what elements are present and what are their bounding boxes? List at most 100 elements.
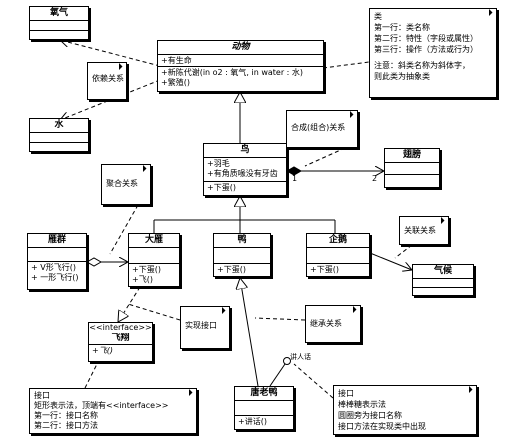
class-animal[interactable]: 动物 +有生命 +新陈代谢(in o2 : 氧气, in water : 水) … [157,40,324,92]
multiplicity-wing-side: 2 [372,174,378,183]
note-line: 棒棒糖表示法 [338,400,386,409]
class-name: 水 [30,119,88,133]
note-anchor-interface-rect [84,361,99,389]
class-attrs [307,248,369,264]
lollipop-stem [269,363,286,387]
class-ops [30,143,88,152]
note-line: 则此类为抽象类 [374,72,430,81]
note-line: 第三行：操作（方法或行为） [374,45,478,54]
dependency-edge-oxygen [60,40,161,67]
realization-edge-goose-fly [118,286,141,322]
class-attrs [129,248,179,264]
class-ops: +下蛋() +飞() [129,264,179,287]
note-line: 接口 [338,389,354,398]
op-item: +讲话() [238,417,267,426]
class-name: 鸟 [204,144,286,158]
note-anchor-aggregation [109,204,139,255]
class-name: 雁群 [28,234,86,248]
note-fold-icon [143,165,150,172]
note-line: 圆圈旁为接口名称 [338,411,402,420]
class-attrs: +有生命 [158,55,323,67]
note-fold-icon [350,111,357,118]
class-attrs: +羽毛 +有角质喙没有牙齿 [204,158,286,182]
class-attrs [413,279,473,288]
class-attrs [235,401,293,416]
class-bird[interactable]: 鸟 +羽毛 +有角质喙没有牙齿 +下蛋() [203,143,287,196]
note-anchor-inheritance [254,317,306,321]
dependency-edge-water [60,79,161,120]
op-item: +飞() [92,346,113,355]
class-name: 大雁 [129,234,179,248]
op-item: +新陈代谢(in o2 : 氧气, in water : 水) [161,68,304,77]
class-attrs [28,248,86,262]
interface-fly[interactable]: <<interface>> 飞翔 +飞() [88,322,153,362]
class-name: 翅膀 [385,149,439,163]
class-goose[interactable]: 大雁 +下蛋() +飞() [128,233,180,287]
lollipop-interface-name: 讲人话 [290,353,311,361]
note-line: 第二行：特性（字段或属性） [374,34,478,43]
class-climate[interactable]: 气候 [412,264,474,296]
note-anchor-association [394,244,413,259]
class-name: 氧气 [30,7,88,21]
note-line: 接口方法在实现类中出现 [338,422,426,431]
note-anchor-realization [127,303,181,321]
note-line: 接口 [34,391,50,400]
op-item: +下蛋() [207,183,236,192]
interface-stereotype: <<interface>> [89,323,152,332]
class-donald-duck[interactable]: 唐老鸭 +讲话() [234,386,294,430]
class-name: 气候 [413,265,473,279]
op-item: +飞() [132,275,153,284]
note-line: 注意：斜类名称为斜体字， [374,61,470,70]
class-ops [30,31,88,40]
op-item: +繁殖() [161,78,190,87]
class-water[interactable]: 水 [29,118,89,152]
class-wing[interactable]: 翅膀 [384,148,440,188]
op-item: + V形飞行() [31,263,76,272]
class-name: 动物 [158,41,323,55]
class-duck[interactable]: 鸭 +下蛋() [213,233,271,277]
note-line: 第二行：接口方法 [34,421,98,430]
class-ops: + V形飞行() + 一形飞行() [28,262,86,290]
class-penguin[interactable]: 企鹅 +下蛋() [306,233,370,277]
attr-item: +有生命 [161,56,192,65]
note-fold-icon [489,9,496,16]
note-fold-icon [441,217,448,224]
class-ops: +新陈代谢(in o2 : 氧气, in water : 水) +繁殖() [158,67,323,91]
op-item: +下蛋() [217,265,246,274]
class-attrs [385,163,439,175]
note-interface-rect: 接口 矩形表示法，顶端有<<interface>> 第一行：接口名称 第二行：接… [29,388,197,434]
note-line: 继承关系 [310,319,342,328]
class-goose-flock[interactable]: 雁群 + V形飞行() + 一形飞行() [27,233,87,290]
op-item: + 一形飞行() [31,273,79,282]
class-ops: +下蛋() [204,182,286,196]
class-name: 唐老鸭 [235,387,293,401]
attr-item: +羽毛 [207,159,230,168]
note-fold-icon [469,386,476,393]
class-name: 鸭 [214,234,270,248]
class-name: 企鹅 [307,234,369,248]
class-oxygen[interactable]: 氧气 [29,6,89,40]
note-fold-icon [119,63,126,70]
class-attrs [214,248,270,264]
association-edge-penguin-climate [369,252,412,270]
note-line: 聚合关系 [106,179,138,188]
note-fold-icon [353,306,360,313]
note-inheritance: 继承关系 [305,305,361,343]
note-anchor-lollipop [293,363,334,399]
note-line: 第一行：类名称 [374,23,430,32]
note-line: 类 [374,12,382,21]
note-fold-icon [222,307,229,314]
lollipop-circle [283,357,291,365]
class-ops: +讲话() [235,416,293,429]
note-dependency: 依赖关系 [87,62,127,100]
class-ops [413,288,473,296]
interface-name: 飞翔 [89,333,152,345]
note-line: 合成(组合)关系 [291,123,346,132]
multiplicity-bird-side: 1 [292,174,298,183]
note-fold-icon [189,389,196,396]
note-line: 依赖关系 [92,74,124,83]
class-ops [385,175,439,188]
attr-item: +有角质喙没有牙齿 [207,169,278,178]
note-line: 第一行：接口名称 [34,411,98,420]
